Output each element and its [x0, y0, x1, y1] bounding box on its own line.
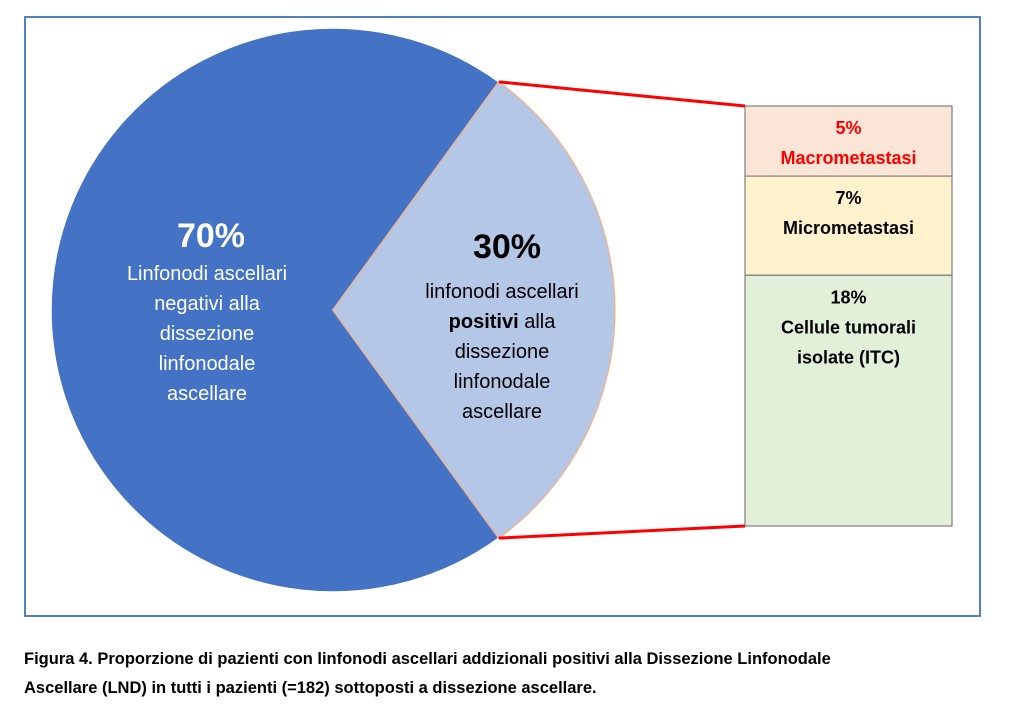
slice-label-negative-line: Linfonodi ascellari [127, 263, 287, 285]
slice-percent-negative: 70% [177, 217, 245, 255]
figure-caption: Figura 4. Proporzione di pazienti con li… [24, 645, 984, 703]
slice-label-positive-line: linfonodale [454, 371, 551, 393]
pie-slice-negative [50, 27, 500, 593]
breakdown-percent: 5% [835, 118, 861, 138]
bar-of-pie-chart: 70% Linfonodi ascellari negativi alla disse… [50, 27, 953, 593]
breakdown-percent: 7% [835, 188, 861, 208]
connector-line-top [498, 80, 746, 108]
positivi-emphasis: positivi [449, 311, 519, 333]
slice-label-negative-line: dissezione [160, 323, 255, 345]
label-span: ascellare [462, 401, 542, 423]
caption-line-1: Figura 4. Proporzione di pazienti con li… [24, 650, 831, 668]
slice-label-negative-line: negativi alla [154, 293, 261, 315]
breakdown-segment [744, 105, 953, 177]
pie-slice-positive [332, 81, 616, 539]
slice-label-positive-line: linfonodi ascellari [425, 281, 578, 303]
caption-line-2: Ascellare (LND) in tutti i pazienti (=18… [24, 679, 597, 697]
label-span: alla [519, 311, 557, 333]
connector-line-bottom [498, 524, 746, 540]
label-span: linfonodi ascellari [425, 281, 578, 303]
breakdown-label: Macrometastasi [780, 148, 916, 168]
breakdown-percent: 18% [830, 287, 866, 307]
slice-label-negative-line: ascellare [167, 383, 247, 405]
slice-label-positive-line: dissezione [455, 341, 550, 363]
slice-label-positive-line: ascellare [462, 401, 542, 423]
breakdown-label: isolate (ITC) [797, 347, 900, 367]
breakdown-label: Micrometastasi [783, 218, 914, 238]
label-span: dissezione [455, 341, 550, 363]
slice-percent-positive: 30% [473, 228, 541, 266]
breakdown-segment [744, 274, 953, 527]
label-span: linfonodale [454, 371, 551, 393]
slice-label-negative-line: linfonodale [159, 353, 256, 375]
slice-label-positive-line: positivi alla [449, 311, 557, 333]
breakdown-label: Cellule tumorali [781, 317, 916, 337]
